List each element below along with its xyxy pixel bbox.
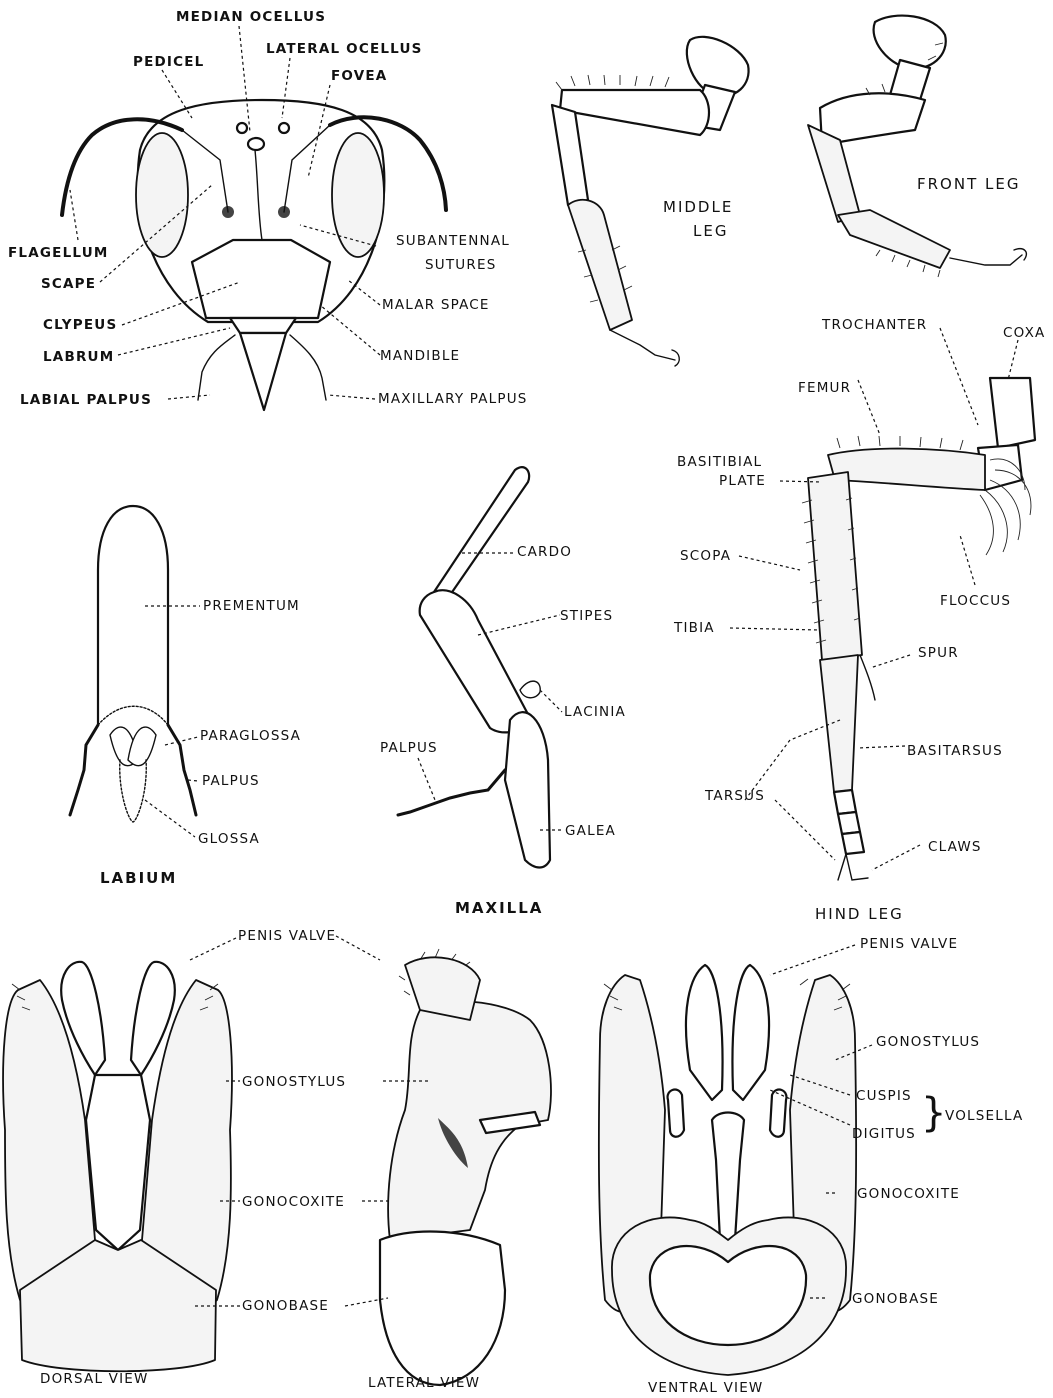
label-flagellum: FLAGELLUM	[8, 245, 109, 261]
label-basitibial: BASITIBIAL	[677, 454, 762, 470]
hind-leg-drawing	[802, 378, 1035, 880]
label-stipes: STIPES	[560, 608, 613, 624]
label-cardo: CARDO	[517, 544, 572, 560]
front-leg-drawing	[808, 16, 1026, 277]
lateral-view-drawing	[380, 949, 551, 1385]
maxilla-drawing	[398, 467, 550, 867]
label-spur: SPUR	[918, 645, 959, 661]
label-labial-palpus: LABIAL PALPUS	[20, 392, 152, 408]
volsella-brace: }	[921, 1090, 946, 1136]
label-sutures: SUTURES	[425, 257, 496, 273]
label-lacinia: LACINIA	[564, 704, 626, 720]
label-median-ocellus: MEDIAN OCELLUS	[176, 9, 326, 25]
label-prementum: PREMENTUM	[203, 598, 300, 614]
label-digitus: DIGITUS	[852, 1126, 916, 1142]
label-maxillary-palpus: MAXILLARY PALPUS	[378, 391, 528, 407]
label-mandible: MANDIBLE	[380, 348, 460, 364]
label-subantennal: SUBANTENNAL	[396, 233, 510, 249]
label-leg: LEG	[693, 222, 728, 240]
labium-drawing	[70, 506, 196, 822]
label-paraglossa: PARAGLOSSA	[200, 728, 301, 744]
label-tarsus: TARSUS	[704, 788, 765, 804]
label-labrum: LABRUM	[43, 349, 114, 365]
label-volsella: VOLSELLA	[945, 1108, 1023, 1124]
label-floccus: FLOCCUS	[940, 593, 1011, 609]
label-malar-space: MALAR SPACE	[382, 297, 490, 313]
ventral-view-drawing	[599, 965, 856, 1375]
label-trochanter: TROCHANTER	[821, 317, 927, 333]
dorsal-view-drawing	[3, 962, 232, 1371]
label-lateral-ocellus: LATERAL OCELLUS	[266, 41, 423, 57]
label-coxa: COXA	[1003, 325, 1045, 341]
label-clypeus: CLYPEUS	[43, 317, 117, 333]
label-gonostylus-ventral: GONOSTYLUS	[876, 1034, 980, 1050]
label-maxilla-palpus: PALPUS	[380, 740, 438, 756]
label-femur: FEMUR	[798, 380, 851, 396]
caption-labium: LABIUM	[100, 869, 177, 887]
label-gonocoxite-ventral: GONOCOXITE	[857, 1186, 960, 1202]
label-front-leg: FRONT LEG	[917, 175, 1020, 193]
label-labium-palpus: PALPUS	[202, 773, 260, 789]
label-tibia: TIBIA	[673, 620, 715, 636]
caption-lateral-view: LATERAL VIEW	[368, 1375, 480, 1391]
label-claws: CLAWS	[928, 839, 982, 855]
label-fovea: FOVEA	[331, 68, 387, 84]
label-gonostylus: GONOSTYLUS	[242, 1074, 346, 1090]
caption-dorsal-view: DORSAL VIEW	[40, 1371, 149, 1387]
label-scape: SCAPE	[41, 276, 96, 292]
label-penis-valve: PENIS VALVE	[238, 928, 336, 944]
caption-ventral-view: VENTRAL VIEW	[648, 1380, 764, 1396]
label-middle: MIDDLE	[663, 198, 733, 216]
label-gonobase-ventral: GONOBASE	[852, 1291, 939, 1307]
label-scopa: SCOPA	[680, 548, 731, 564]
caption-maxilla: MAXILLA	[455, 899, 543, 917]
label-pedicel: PEDICEL	[133, 54, 204, 70]
label-gonocoxite: GONOCOXITE	[242, 1194, 345, 1210]
label-gonobase: GONOBASE	[242, 1298, 329, 1314]
label-basitarsus: BASITARSUS	[907, 743, 1003, 759]
label-glossa: GLOSSA	[198, 831, 260, 847]
caption-hind-leg: HIND LEG	[815, 905, 904, 923]
label-cuspis: CUSPIS	[856, 1088, 912, 1104]
label-penis-valve-ventral: PENIS VALVE	[860, 936, 958, 952]
label-galea: GALEA	[565, 823, 616, 839]
label-plate: PLATE	[719, 473, 766, 489]
